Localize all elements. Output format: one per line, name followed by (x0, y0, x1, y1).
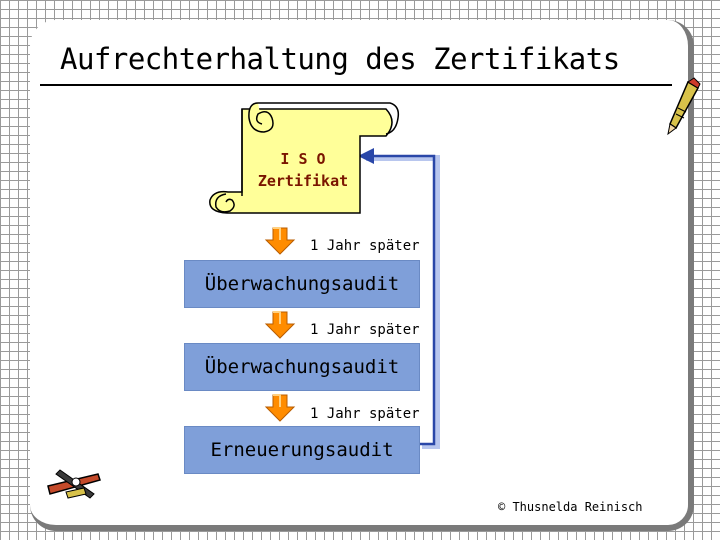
pencil-icon (668, 78, 700, 134)
interval-label: 1 Jahr später (310, 406, 420, 422)
compass-tools-icon (48, 470, 100, 498)
copyright-notice: © Thusnelda Reinisch (498, 500, 643, 514)
recertification-audit-box: Erneuerungsaudit (184, 426, 420, 474)
certificate-line-2: Zertifikat (238, 170, 368, 192)
surveillance-audit-box: Überwachungsaudit (184, 260, 420, 308)
certificate-line-1: I S O (238, 148, 368, 170)
certificate-text: I S O Zertifikat (238, 148, 368, 192)
interval-label: 1 Jahr später (310, 322, 420, 338)
down-arrow-icon (266, 312, 294, 338)
down-arrow-icon (266, 395, 294, 421)
surveillance-audit-box: Überwachungsaudit (184, 343, 420, 391)
down-arrow-icon (266, 228, 294, 254)
interval-label: 1 Jahr später (310, 238, 420, 254)
